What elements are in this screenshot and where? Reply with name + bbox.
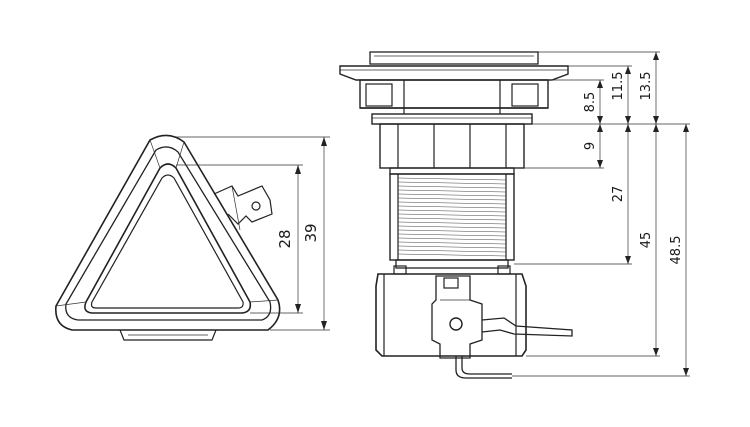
dim-8-5: 8.5	[583, 80, 603, 124]
thread-line	[397, 209, 507, 213]
dim-28-label: 28	[276, 229, 294, 248]
dim-48-5: 48.5	[669, 124, 689, 376]
thread-line	[397, 217, 507, 221]
thread-line	[397, 253, 507, 257]
thread-line	[397, 185, 507, 189]
thread-line	[397, 241, 507, 245]
side-view	[339, 51, 573, 379]
thread-line	[397, 197, 507, 201]
thread-line	[397, 181, 507, 185]
thread-line	[397, 193, 507, 197]
dim-48-5-label: 48.5	[669, 236, 684, 265]
thread-line	[397, 177, 507, 181]
thread-line	[397, 221, 507, 225]
thread-line	[397, 245, 507, 249]
dim-39-label: 39	[302, 223, 320, 242]
dim-8-5-label: 8.5	[583, 92, 598, 113]
thread-line	[397, 205, 507, 209]
front-view	[55, 134, 281, 341]
dim-13-5: 13.5	[639, 52, 659, 124]
thread-line	[397, 189, 507, 193]
thread-line	[397, 201, 507, 205]
dim-27-label: 27	[611, 186, 626, 203]
dim-45-label: 45	[639, 232, 654, 249]
dim-27: 27	[611, 124, 631, 264]
thread-line	[397, 225, 507, 229]
dim-11-5: 11.5	[611, 66, 631, 124]
dim-11-5-label: 11.5	[611, 72, 626, 101]
thread-line	[397, 229, 507, 233]
dim-9: 9	[583, 124, 603, 168]
dim-39: 39	[302, 137, 327, 330]
thread-line	[397, 233, 507, 237]
front-extension-lines	[176, 136, 330, 331]
dim-9-label: 9	[583, 142, 598, 150]
dim-45: 45	[639, 124, 659, 356]
dim-13-5-label: 13.5	[639, 72, 654, 101]
thread-line	[397, 237, 507, 241]
side-extension-lines	[512, 51, 690, 377]
thread-lines	[397, 177, 507, 257]
thread-line	[397, 249, 507, 253]
thread-line	[397, 213, 507, 217]
dim-28: 28	[276, 165, 301, 313]
